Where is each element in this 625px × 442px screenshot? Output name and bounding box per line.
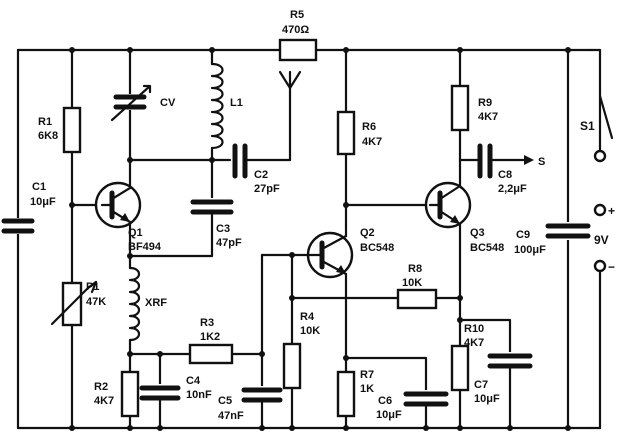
resistor-r5: [278, 38, 318, 62]
battery-voltage: 9V: [594, 233, 609, 247]
q3-part: BC548: [470, 242, 504, 254]
c3-name: C3: [216, 223, 230, 235]
switch-s1: [588, 48, 614, 163]
variable-capacitor-cv: [110, 84, 152, 122]
r6-value: 4K7: [362, 136, 382, 148]
r1-name: R1: [38, 116, 52, 128]
c2-value: 27pF: [254, 183, 280, 195]
c7-value: 10μF: [474, 393, 500, 405]
junction-dots: [69, 47, 571, 431]
c4-value: 10nF: [186, 389, 212, 401]
c8-value: 2,2μF: [498, 183, 527, 195]
c2-name: C2: [254, 169, 268, 181]
l1-name: L1: [230, 97, 243, 109]
r6-name: R6: [362, 121, 376, 133]
capacitor-c9: [545, 222, 591, 240]
resistor-r6: [336, 110, 356, 156]
r10-value: 4K7: [464, 337, 484, 349]
battery-minus-terminal: [593, 259, 607, 273]
q3-name: Q3: [470, 227, 485, 239]
s1-name: S1: [580, 119, 595, 133]
p1-name: P1: [86, 281, 99, 293]
q2-name: Q2: [360, 227, 375, 239]
r4-value: 10K: [300, 325, 320, 337]
q1-part: BF494: [128, 241, 162, 253]
capacitor-c1: [0, 218, 36, 234]
battery-plus-terminal: [593, 203, 607, 217]
transistor-q2: [290, 223, 354, 279]
resistor-r4: [282, 342, 302, 390]
c9-value: 100μF: [514, 244, 546, 256]
r9-value: 4K7: [478, 111, 498, 123]
c6-name: C6: [378, 395, 392, 407]
r8-name: R8: [408, 263, 422, 275]
c9-name: C9: [516, 229, 530, 241]
r7-value: 1K: [360, 383, 374, 395]
r3-name: R3: [200, 317, 214, 329]
inductor-l1: [210, 48, 224, 202]
c8-name: C8: [498, 169, 512, 181]
capacitor-c3: [190, 198, 234, 258]
resistor-r8: [396, 288, 438, 310]
battery-plus-label: +: [608, 204, 615, 218]
c5-value: 47nF: [218, 410, 244, 422]
antenna-icon: [278, 70, 302, 162]
capacitor-c4: [139, 352, 181, 430]
r5-value: 470Ω: [282, 24, 309, 36]
r8-value: 10K: [402, 277, 422, 289]
xrf-name: XRF: [145, 297, 167, 309]
c1-value: 10μF: [30, 196, 56, 208]
q2-part: BC548: [360, 242, 394, 254]
c1-name: C1: [32, 181, 46, 193]
c8-output-label: S: [538, 156, 545, 168]
c5-name: C5: [218, 395, 232, 407]
r7-name: R7: [360, 369, 374, 381]
r5-name: R5: [290, 9, 304, 21]
resistor-r1: [62, 106, 82, 154]
c3-value: 47pF: [216, 237, 242, 249]
cv-name: CV: [160, 97, 176, 109]
c6-value: 10μF: [376, 409, 402, 421]
capacitor-c7: [458, 318, 533, 430]
resistor-r10: [450, 344, 470, 392]
transistor-q3: [424, 181, 472, 229]
r3-value: 1K2: [200, 331, 220, 343]
transistor-q1: [94, 181, 142, 229]
r2-value: 4K7: [94, 395, 114, 407]
p1-value: 47K: [86, 296, 106, 308]
q1-name: Q1: [128, 227, 143, 239]
resistor-r2: [120, 370, 140, 418]
r2-name: R2: [94, 381, 108, 393]
r4-name: R4: [300, 311, 315, 323]
resistor-r7: [336, 370, 356, 418]
resistor-r9: [450, 84, 470, 132]
c7-name: C7: [474, 379, 488, 391]
r1-value: 6K8: [38, 130, 58, 142]
r10-name: R10: [464, 323, 484, 335]
capacitor-c6: [344, 356, 449, 430]
battery-minus-label: −: [608, 260, 615, 274]
resistor-r3: [188, 343, 234, 365]
capacitor-c2: [232, 143, 292, 179]
potentiometer-p1: [50, 280, 98, 327]
capacitor-c8: [458, 143, 534, 179]
c4-name: C4: [186, 375, 201, 387]
r9-name: R9: [478, 97, 492, 109]
capacitor-c5: [241, 386, 283, 430]
